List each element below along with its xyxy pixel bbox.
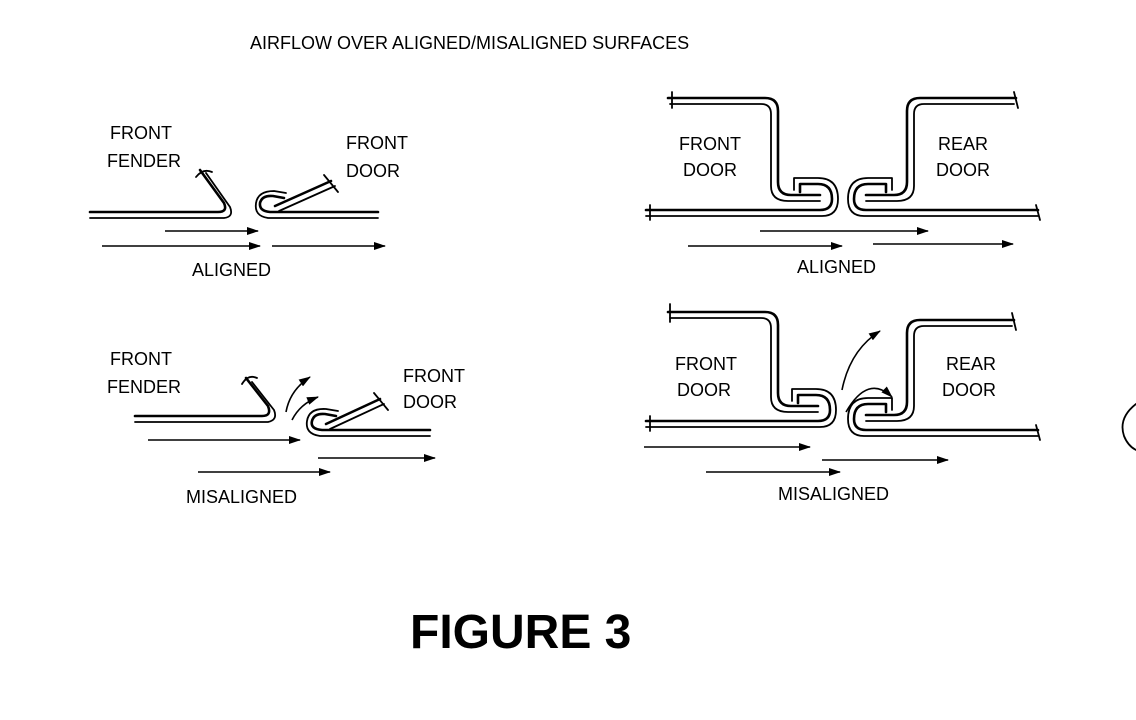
turbulent-airflow-arrow [291,396,319,421]
caption-aligned: ALIGNED [192,260,271,280]
rear-door-hem-edge [847,177,1039,217]
front-door-inner-panel [273,179,333,208]
rear-door-frame-inner [865,325,1013,422]
front-door-hem-inner [305,408,431,437]
label-front-door-line1: FRONT [403,366,465,386]
rear-door-end-tick [1013,91,1019,109]
label-front-door-line1: FRONT [346,133,408,153]
front-door-frame [666,310,820,408]
rear-door-end-tick [1035,204,1041,221]
label-front-fender-line1: FRONT [110,123,172,143]
panel-doors-misaligned: FRONT DOOR REAR DOOR MISALIGNED [644,303,1041,504]
figure-label: FIGURE 3 [410,606,631,659]
label-rear-door-line1: REAR [938,134,988,154]
front-door-inner-flange [323,174,339,193]
panel-fender-misaligned: FRONT FENDER FRONT DOOR MISALIGNED [107,349,465,507]
panel-doors-aligned: FRONT DOOR REAR DOOR ALIGNED [644,91,1041,277]
front-door-frame [666,96,822,197]
label-front-door-line1: FRONT [679,134,741,154]
front-door-inner-panel-2 [278,185,336,212]
front-door-hem [644,182,834,212]
label-front-door-line1: FRONT [675,354,737,374]
front-fender-edge-curl [241,375,258,385]
label-rear-door-line1: REAR [946,354,996,374]
label-front-fender-line2: FENDER [107,151,181,171]
caption-misaligned: MISALIGNED [186,487,297,507]
label-front-door-line2: DOOR [677,380,731,400]
front-door-hem-edge [645,177,839,217]
rear-door-hem [852,182,1040,212]
label-front-door-line2: DOOR [683,160,737,180]
figure-title: AIRFLOW OVER ALIGNED/MISALIGNED SURFACES [250,33,689,53]
rear-door-frame [864,318,1016,417]
front-door-hem-inner [254,190,379,219]
front-door-inner-panel [324,397,382,426]
label-front-door-line2: DOOR [346,161,400,181]
edge-fragment [1121,403,1136,451]
rear-door-end-tick [1011,312,1017,331]
label-front-fender-line2: FENDER [107,377,181,397]
front-door-inner-panel-2 [329,403,385,430]
label-rear-door-line2: DOOR [942,380,996,400]
rear-door-end-tick [1035,424,1041,441]
label-rear-door-line2: DOOR [936,160,990,180]
caption-aligned: ALIGNED [797,257,876,277]
turbulent-airflow-arrow [841,330,881,391]
turbulent-airflow-arrow [285,376,311,413]
front-door-frame-inner [669,103,821,202]
front-fender-edge-curl [195,169,213,178]
front-door-inner-flange [373,392,389,411]
rear-door-hem [852,402,1040,432]
rear-door-frame [864,96,1018,197]
rear-door-hem-edge [847,397,1039,437]
front-door-hem [258,194,380,214]
front-door-frame-inner [669,317,819,413]
front-door-hem [644,393,832,423]
panel-fender-aligned: FRONT FENDER FRONT DOOR ALIGNED [88,123,408,280]
front-fender-skin-inner [134,381,277,423]
rear-door-frame-inner [865,103,1015,202]
front-fender-skin [133,376,271,418]
front-door-hem [310,412,432,432]
front-fender-skin [88,168,227,214]
label-front-fender-line1: FRONT [110,349,172,369]
caption-misaligned: MISALIGNED [778,484,889,504]
label-front-door-line2: DOOR [403,392,457,412]
front-door-hem-edge [645,388,837,428]
front-fender-skin-inner [89,172,233,219]
turbulent-airflow-arrow [845,386,893,413]
